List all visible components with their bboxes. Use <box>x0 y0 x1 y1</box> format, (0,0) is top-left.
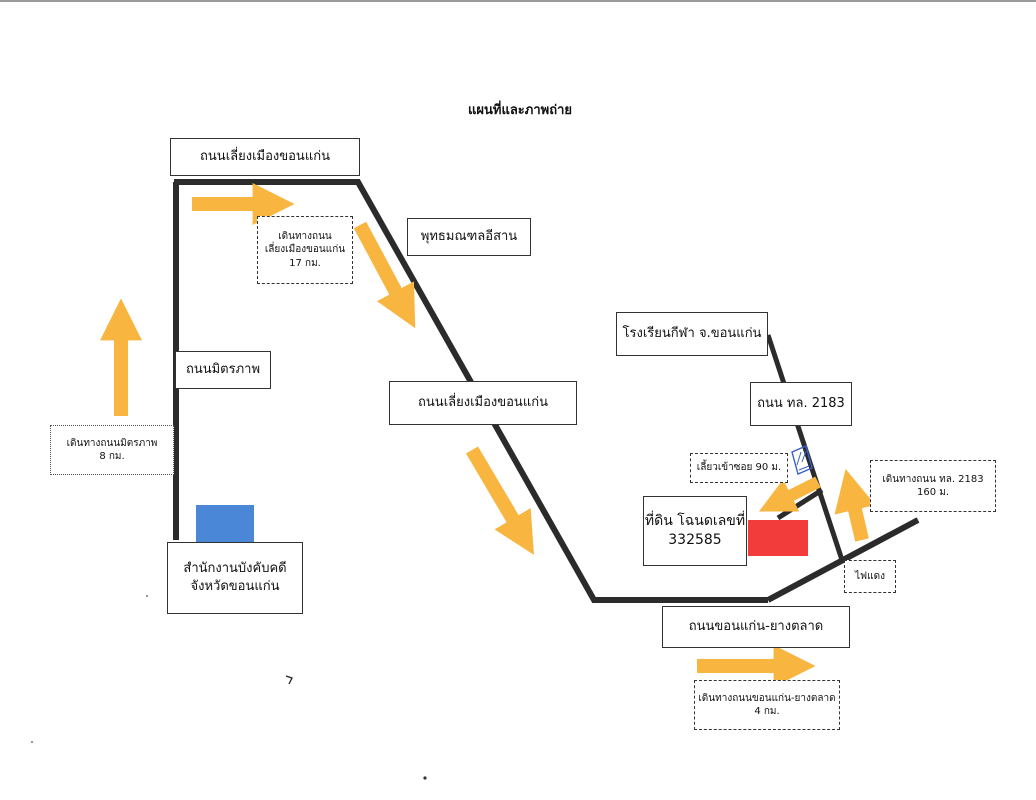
label-route-2183: ถนน ทล. 2183 <box>750 382 852 426</box>
note-2183-line1: เดินทางถนน ทล. 2183 <box>882 473 984 485</box>
label-bypass-top-text: ถนนเลี่ยงเมืองขอนแก่น <box>200 149 330 165</box>
arrow-southeast-bypass-1 <box>353 221 416 329</box>
label-bypass-mid: ถนนเลี่ยงเมืองขอนแก่น <box>389 381 577 425</box>
note-traffic-light: ไฟแดง <box>844 560 896 593</box>
label-yangtalat-text: ถนนขอนแก่น-ยางตลาด <box>688 619 824 635</box>
note-yangtalat-line1: เดินทางถนนขอนแก่น-ยางตลาด <box>698 692 836 704</box>
note-bypass-line1: เดินทางถนน <box>278 230 332 242</box>
label-office: สำนักงานบังคับคดี จังหวัดขอนแก่น <box>167 542 303 614</box>
arrow-southeast-bypass-2 <box>465 446 534 555</box>
label-sports-school: โรงเรียนกีฬา จ.ขอนแก่น <box>616 312 768 356</box>
label-bypass-top: ถนนเลี่ยงเมืองขอนแก่น <box>170 138 360 176</box>
label-office-line1: สำนักงานบังคับคดี <box>183 561 287 577</box>
label-land-line2: 332585 <box>668 532 722 548</box>
label-yangtalat: ถนนขอนแก่น-ยางตลาด <box>662 606 850 648</box>
note-traffic-light-text: ไฟแดง <box>855 570 885 582</box>
label-office-line2: จังหวัดขอนแก่น <box>190 579 280 594</box>
arrow-turn-soi <box>758 476 821 512</box>
note-2183-distance: เดินทางถนน ทล. 2183 160 ม. <box>870 460 996 512</box>
note-yangtalat-line2: 4 กม. <box>754 706 780 717</box>
label-land-line1: ที่ดิน โฉนดเลขที่ <box>644 513 746 530</box>
map-title: แผนที่และภาพถ่าย <box>468 103 573 118</box>
label-mittraphap-text: ถนนมิตรภาพ <box>185 362 261 378</box>
label-route-2183-text: ถนน ทล. 2183 <box>757 396 845 412</box>
scan-specks <box>31 595 427 780</box>
label-bypass-mid-text: ถนนเลี่ยงเมืองขอนแก่น <box>418 395 548 411</box>
road-2183 <box>765 334 845 561</box>
note-turn-soi: เลี้ยวเข้าซอย 90 ม. <box>690 453 788 483</box>
road-soi <box>776 487 824 521</box>
note-turn-soi-text: เลี้ยวเข้าซอย 90 ม. <box>696 462 782 474</box>
label-land-parcel: ที่ดิน โฉนดเลขที่ 332585 <box>643 496 747 566</box>
label-buddhamonthon: พุทธมณฑลอีสาน <box>407 218 531 256</box>
road-khonkaen-yangtalat <box>766 517 920 603</box>
note-bypass-distance: เดินทางถนน เลี่ยงเมืองขอนแก่น 17 กม. <box>257 216 353 284</box>
direction-arrows <box>100 183 876 687</box>
note-bypass-line2: เลี่ยงเมืองขอนแก่น <box>264 244 346 256</box>
arrow-north-2183 <box>834 468 876 542</box>
note-mittraphap-line1: เดินทางถนนมิตรภาพ <box>66 437 158 449</box>
scan-top-edge <box>0 0 1036 2</box>
note-yangtalat-distance: เดินทางถนนขอนแก่น-ยางตลาด 4 กม. <box>694 680 840 730</box>
note-bypass-line3: 17 กม. <box>289 257 321 269</box>
stamp-mark <box>791 445 813 475</box>
label-buddhamonthon-text: พุทธมณฑลอีสาน <box>420 229 518 245</box>
note-2183-line2: 160 ม. <box>916 487 950 498</box>
label-mittraphap: ถนนมิตรภาพ <box>175 351 271 389</box>
label-sports-school-text: โรงเรียนกีฬา จ.ขอนแก่น <box>622 326 762 342</box>
land-parcel-marker <box>748 520 808 556</box>
office-marker <box>196 505 254 542</box>
note-mittraphap-distance: เดินทางถนนมิตรภาพ 8 กม. <box>50 425 174 475</box>
note-mittraphap-line2: 8 กม. <box>99 451 125 462</box>
